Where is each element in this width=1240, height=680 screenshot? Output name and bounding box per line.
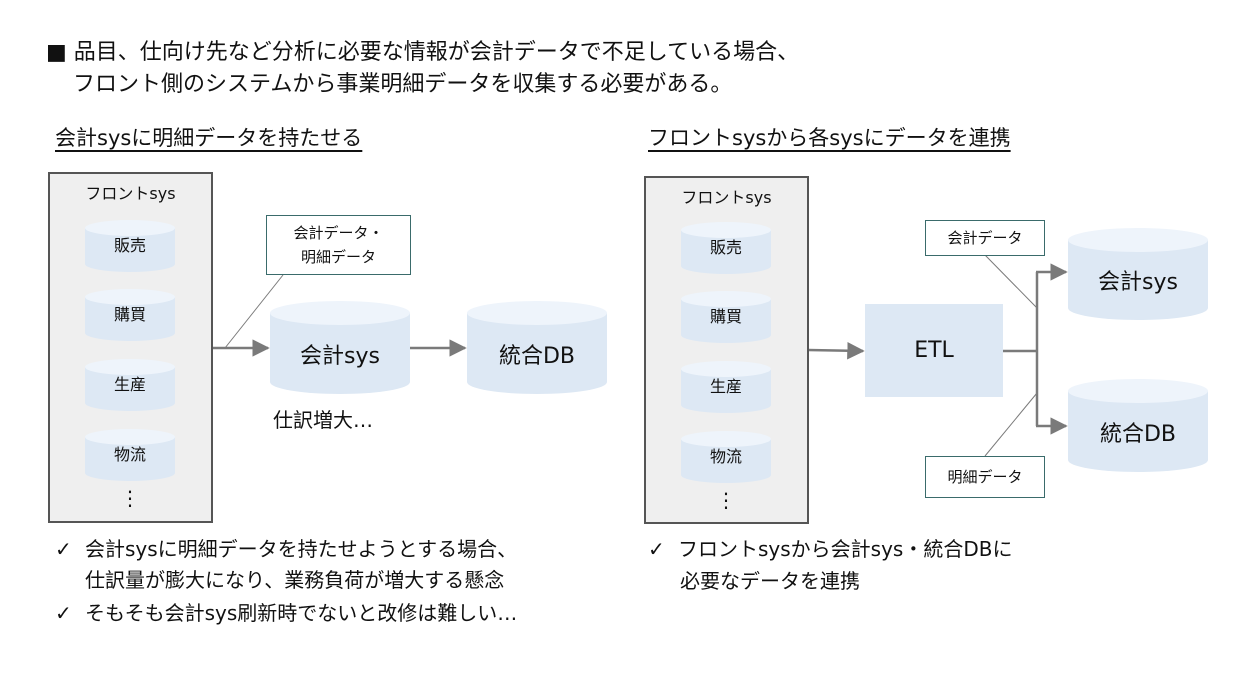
system-label: 販売 bbox=[709, 238, 742, 257]
system-purchasing: 購買 bbox=[85, 289, 175, 341]
left-heading: 会計sysに明細データを持たせる bbox=[55, 126, 363, 150]
intro-text-1: 品目、仕向け先など分析に必要な情報が会計データで不足している場合、 bbox=[73, 40, 800, 65]
callout-pointer-detail bbox=[984, 392, 1038, 457]
system-production: 生産 bbox=[681, 361, 771, 413]
check-text: そもそも会計sys刷新時でないと改修は難しい… bbox=[85, 601, 518, 625]
right-heading: フロントsysから各sysにデータを連携 bbox=[648, 126, 1011, 150]
more-systems-ellipsis: ⋮ bbox=[120, 486, 140, 510]
check-text: フロントsysから会計sys・統合DBに bbox=[678, 537, 1013, 561]
system-logistics: 物流 bbox=[681, 431, 771, 483]
check-icon: ✓ bbox=[648, 537, 665, 561]
left-check-1-cont: 仕訳量が膨大になり、業務負荷が増大する懸念 bbox=[85, 568, 505, 592]
integrated-db-left bbox=[467, 301, 607, 394]
arrow-front-to-etl bbox=[807, 341, 865, 360]
more-systems-ellipsis: ⋮ bbox=[716, 488, 736, 512]
left-check-2: ✓ そもそも会計sys刷新時でないと改修は難しい… bbox=[55, 598, 517, 628]
system-label: 物流 bbox=[113, 445, 146, 464]
system-purchasing: 購買 bbox=[681, 291, 771, 343]
integrated-db-label-right: 統合DB bbox=[1099, 422, 1177, 447]
panel-title: フロントsys bbox=[681, 188, 772, 207]
journal-increase-note: 仕訳増大… bbox=[273, 408, 373, 432]
system-label: 購買 bbox=[113, 305, 146, 324]
right-check-1-cont: 必要なデータを連携 bbox=[680, 569, 860, 593]
right-check-1: ✓ フロントsysから会計sys・統合DBに bbox=[648, 534, 1012, 564]
system-production: 生産 bbox=[85, 359, 175, 411]
integrated-db-label-left: 統合DB bbox=[498, 344, 576, 369]
check-icon: ✓ bbox=[55, 537, 72, 561]
system-label: 販売 bbox=[113, 236, 146, 255]
callout-line-2: 明細データ bbox=[300, 248, 376, 266]
accounting-db-label-right: 会計sys bbox=[1098, 270, 1178, 295]
system-label: 生産 bbox=[709, 377, 742, 396]
detail-data-callout: 明細データ bbox=[925, 456, 1045, 498]
square-bullet-icon: ■ bbox=[46, 40, 67, 65]
data-callout-left: 会計データ・ 明細データ bbox=[266, 215, 411, 275]
system-sales: 販売 bbox=[681, 222, 771, 274]
callout-line-1: 会計データ・ bbox=[293, 224, 384, 242]
accounting-db-left bbox=[270, 301, 410, 394]
system-logistics: 物流 bbox=[85, 429, 175, 481]
check-text: 会計sysに明細データを持たせようとする場合、 bbox=[85, 537, 518, 561]
intro-line-1: ■ 品目、仕向け先など分析に必要な情報が会計データで不足している場合、 bbox=[46, 38, 799, 68]
accounting-db-right bbox=[1068, 228, 1208, 320]
intro-line-2: フロント側のシステムから事業明細データを収集する必要がある。 bbox=[73, 72, 733, 97]
check-icon: ✓ bbox=[55, 601, 72, 625]
system-label: 購買 bbox=[709, 307, 742, 326]
system-label: 物流 bbox=[709, 447, 742, 466]
system-label: 生産 bbox=[113, 375, 146, 394]
panel-title: フロントsys bbox=[85, 184, 176, 203]
callout-pointer-accounting bbox=[984, 254, 1038, 309]
integrated-db-right bbox=[1068, 379, 1208, 472]
system-sales: 販売 bbox=[85, 220, 175, 272]
etl-box: ETL bbox=[865, 304, 1003, 397]
callout-pointer-left bbox=[224, 274, 284, 349]
accounting-data-callout: 会計データ bbox=[925, 220, 1045, 256]
accounting-db-label-left: 会計sys bbox=[300, 344, 380, 369]
left-check-1: ✓ 会計sysに明細データを持たせようとする場合、 bbox=[55, 534, 517, 564]
